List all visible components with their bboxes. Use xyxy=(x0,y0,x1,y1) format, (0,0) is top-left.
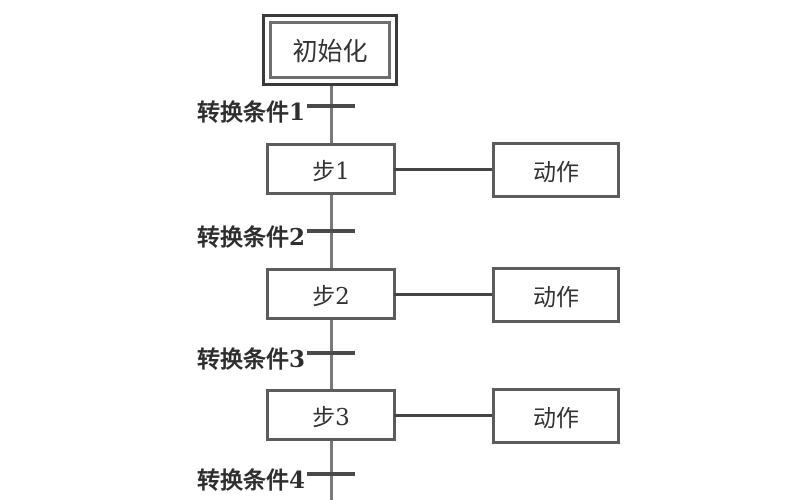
action-label-1: 动作 xyxy=(533,160,579,186)
transition-tick-4 xyxy=(307,472,355,476)
action-label-3: 动作 xyxy=(533,406,579,432)
step-box-2[interactable]: 步2 xyxy=(266,268,396,320)
transition-label-4: 转换条件4 xyxy=(196,467,305,494)
transition-tick-1 xyxy=(307,104,355,108)
transition-label-3: 转换条件3 xyxy=(196,346,305,373)
step-label-1: 步1 xyxy=(312,159,350,185)
action-connector-2 xyxy=(394,293,494,296)
transition-label-1: 转换条件1 xyxy=(196,99,305,126)
step-box-3[interactable]: 步3 xyxy=(266,389,396,441)
action-connector-1 xyxy=(394,168,494,171)
step-box-1[interactable]: 步1 xyxy=(266,143,396,195)
step-label-3: 步3 xyxy=(312,405,350,431)
transition-label-2: 转换条件2 xyxy=(196,224,305,251)
transition-tick-3 xyxy=(307,351,355,355)
initial-step-box[interactable]: 初始化 xyxy=(262,14,398,86)
action-box-1[interactable]: 动作 xyxy=(492,142,620,198)
action-connector-3 xyxy=(394,414,494,417)
step-label-2: 步2 xyxy=(312,284,350,310)
flow-line-step3-to-end xyxy=(330,438,333,500)
initial-step-inner-border: 初始化 xyxy=(269,21,391,79)
transition-tick-2 xyxy=(307,229,355,233)
action-box-2[interactable]: 动作 xyxy=(492,267,620,323)
action-box-3[interactable]: 动作 xyxy=(492,388,620,444)
action-label-2: 动作 xyxy=(533,285,579,311)
initial-step-label: 初始化 xyxy=(292,37,368,66)
flow-line-init-to-step1 xyxy=(330,84,333,146)
